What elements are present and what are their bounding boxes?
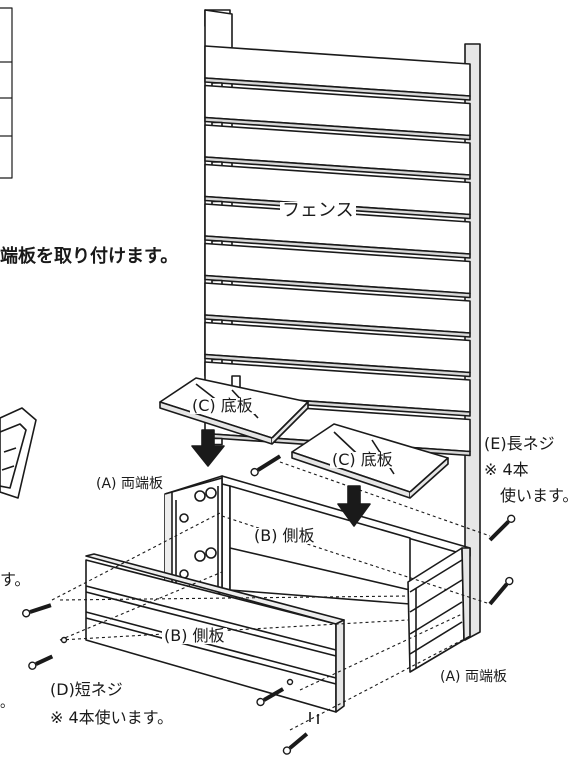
fence-slat-edge [204,353,471,378]
side-board-label-back: (B) 側板 [252,526,317,545]
end-board-label-right: (A) 両端板 [440,669,507,685]
down-arrow-right [337,485,371,527]
side-board-label-front: (B) 側板 [162,626,227,645]
fence-slat-edge [204,235,471,259]
short-screw-note: ※ 4本使います。 [50,708,174,727]
fence-slat-edge [204,116,471,141]
bottom-board-label-1: (C) 底板 [190,396,255,415]
end-board-right [407,547,471,673]
instruction-text: 端板を取り付けます。 [0,246,179,267]
partial-box-left [0,407,37,499]
short-screws [28,636,309,755]
long-screw-use: 使います。 [500,486,579,505]
fence-slat-edge [204,156,471,180]
end-board-label-left: (A) 両端板 [96,476,163,492]
fence-label: フェンス [280,200,356,221]
short-screw-title: (D)短ネジ [50,680,123,699]
bottom-board-label-2: (C) 底板 [330,450,395,469]
fence-slat-edge [204,314,471,338]
down-arrow-left [191,429,225,467]
long-screw-count: ※ 4本 [484,460,529,479]
cut-text-bottom: 。 [0,695,14,711]
fence-slat-edge [204,77,471,101]
cut-text-left: す。 [0,570,31,589]
long-screw-title: (E)長ネジ [484,434,555,453]
long-screws [21,454,516,618]
guide-lines [51,461,491,731]
fence-slat-edge [204,274,471,299]
parts-table [0,7,13,179]
